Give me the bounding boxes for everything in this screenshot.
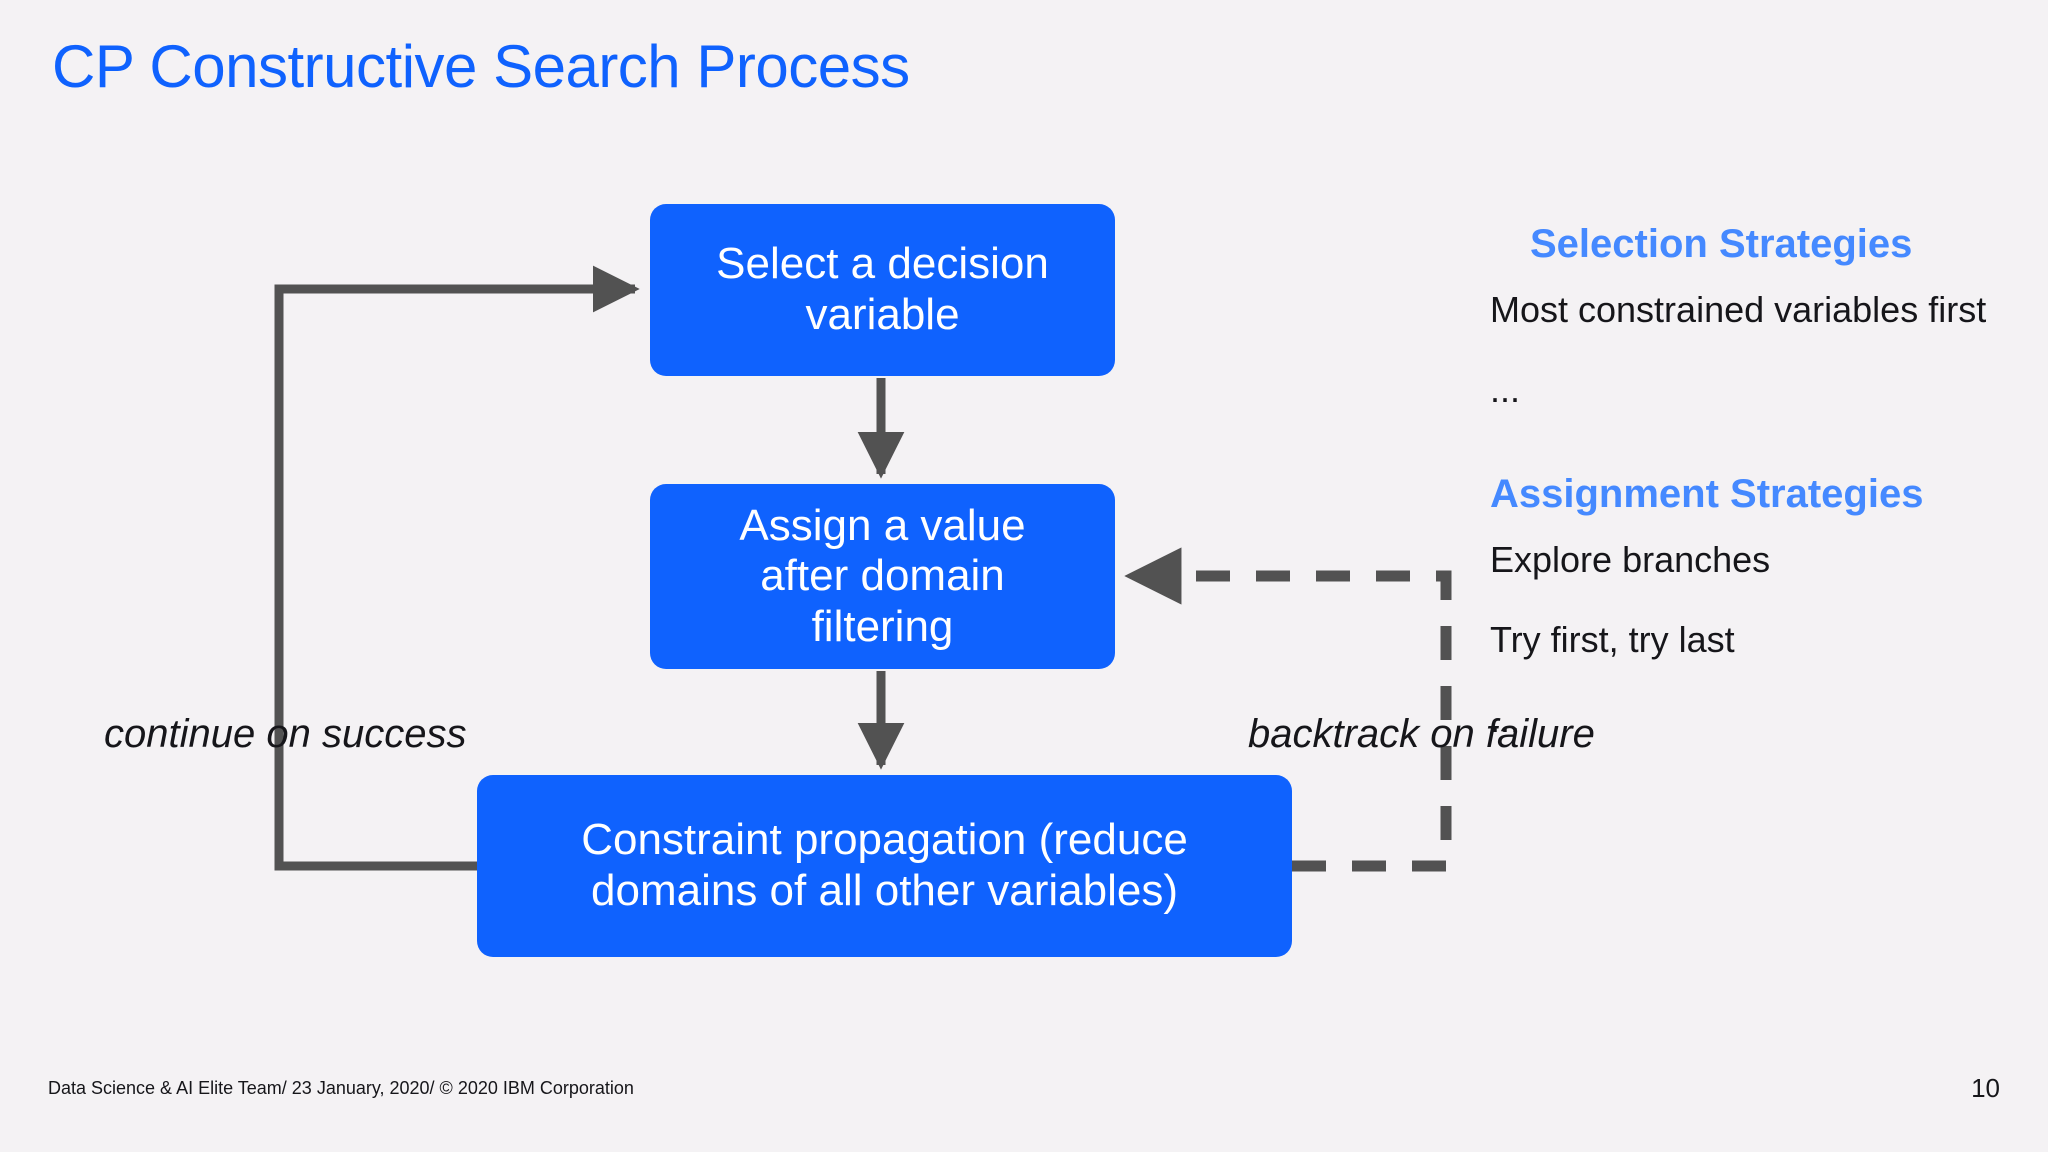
flow-box-propagate-line1: Constraint propagation (reduce xyxy=(581,815,1188,865)
selection-strategies-item-2: ... xyxy=(1490,369,1521,410)
flow-box-select-line1: Select a decision xyxy=(716,239,1049,289)
assignment-strategies-item-3: ... xyxy=(1490,699,1521,740)
edge-label-continue-on-success: continue on success xyxy=(104,712,467,756)
flow-box-select-line2: variable xyxy=(805,290,960,339)
flow-box-assign-line1: Assign a value xyxy=(739,500,1026,550)
flow-box-assign-line3: filtering xyxy=(811,601,954,651)
selection-strategies-item-1: Most constrained variables first xyxy=(1490,289,1987,330)
edge-label-backtrack-on-failure: backtrack on failure xyxy=(1248,712,1595,756)
edge-backtrack-on-failure xyxy=(1124,547,1452,872)
edge-continue-on-success xyxy=(274,265,640,871)
flow-box-assign-value[interactable]: Assign a value after domain filtering xyxy=(650,484,1115,669)
assignment-strategies-heading: Assignment Strategies xyxy=(1490,472,1924,516)
flow-box-constraint-propagation[interactable]: Constraint propagation (reduce domains o… xyxy=(477,775,1292,957)
footer-attribution: Data Science & AI Elite Team/ 23 January… xyxy=(48,1078,634,1098)
selection-strategies-block: Selection Strategies Most constrained va… xyxy=(1490,222,1986,411)
assignment-strategies-item-2: Try first, try last xyxy=(1490,619,1735,660)
selection-strategies-heading: Selection Strategies xyxy=(1530,222,1913,266)
page-number: 10 xyxy=(1971,1073,2000,1103)
flow-box-select-decision-variable[interactable]: Select a decision variable xyxy=(650,204,1115,376)
flow-box-propagate-line2: domains of all other variables) xyxy=(591,866,1178,915)
flow-box-assign-line2: after domain xyxy=(760,551,1005,601)
page-title: CP Constructive Search Process xyxy=(52,33,910,100)
assignment-strategies-block: Assignment Strategies Explore branches T… xyxy=(1490,472,1923,741)
assignment-strategies-item-1: Explore branches xyxy=(1490,539,1771,580)
